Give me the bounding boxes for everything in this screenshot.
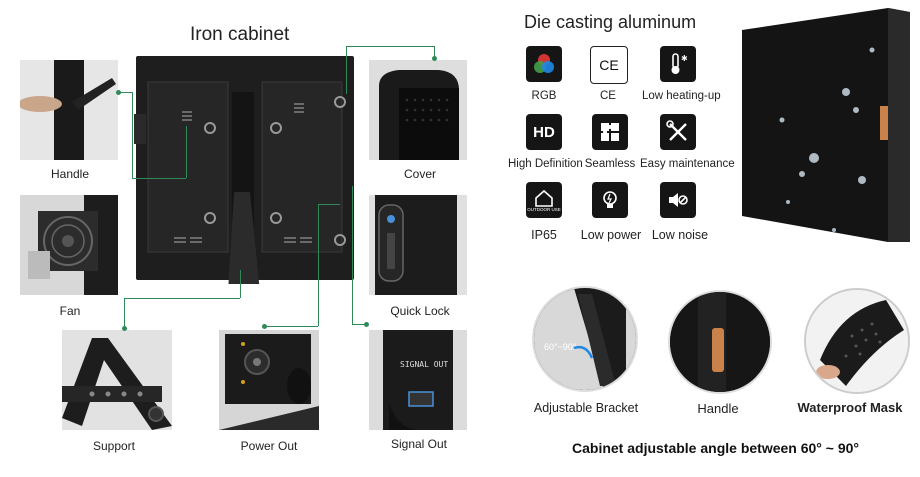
rgb-icon xyxy=(526,46,562,82)
signal-out-label: Signal Out xyxy=(390,437,448,451)
svg-text:✱: ✱ xyxy=(681,54,688,63)
cover-photo xyxy=(369,60,467,160)
waterproof-mask-label: Waterproof Mask xyxy=(797,400,903,415)
handle-circle-label: Handle xyxy=(697,401,739,416)
quick-lock-label: Quick Lock xyxy=(390,304,450,318)
handle-photo xyxy=(20,60,118,160)
adjustable-bracket-label: Adjustable Bracket xyxy=(533,401,639,415)
feature-label-low-heating: Low heating-up xyxy=(642,90,721,102)
support-label: Support xyxy=(92,439,136,453)
house-icon: OUTDOOR USE xyxy=(526,182,562,218)
bulb-icon xyxy=(592,182,628,218)
aluminum-cabinet-image xyxy=(738,6,914,246)
thermometer-icon: ✱ xyxy=(660,46,696,82)
power-out-photo xyxy=(219,330,319,430)
feature-label-low-power: Low power xyxy=(580,228,642,242)
adjustable-angle-caption: Cabinet adjustable angle between 60° ~ 9… xyxy=(572,440,860,456)
feature-label-hd: High Definition xyxy=(508,158,583,170)
power-out-label: Power Out xyxy=(240,439,298,453)
signal-out-photo: SIGNAL OUT xyxy=(369,330,467,430)
feature-label-rgb: RGB xyxy=(531,90,557,102)
puzzle-icon xyxy=(592,114,628,150)
iron-cabinet-title: Iron cabinet xyxy=(190,24,290,45)
support-photo xyxy=(62,330,172,430)
feature-label-ce: CE xyxy=(600,90,616,102)
tools-icon xyxy=(660,114,696,150)
waterproof-mask-photo xyxy=(804,288,910,394)
feature-label-ip65: IP65 xyxy=(531,228,557,242)
iron-cabinet-image xyxy=(134,52,356,292)
feature-label-low-noise: Low noise xyxy=(651,228,709,242)
fan-label: Fan xyxy=(59,304,81,318)
handle-label: Handle xyxy=(50,167,90,181)
die-casting-title: Die casting aluminum xyxy=(524,12,697,32)
handle-circle-photo xyxy=(668,290,772,394)
cover-label: Cover xyxy=(403,167,436,181)
feature-label-easy-maintenance: Easy maintenance xyxy=(640,158,735,170)
fan-photo xyxy=(20,195,118,295)
mute-icon xyxy=(660,182,696,218)
quick-lock-photo xyxy=(369,195,467,295)
outdoor-use-text: OUTDOOR USE xyxy=(527,206,561,212)
signal-out-plate: SIGNAL OUT xyxy=(400,360,449,369)
hd-icon: HD xyxy=(526,114,562,150)
adjustable-bracket-photo: 60°~90° xyxy=(532,286,638,392)
ce-icon: CE xyxy=(590,46,628,84)
feature-label-seamless: Seamless xyxy=(584,158,636,170)
bracket-angle-label: 60°~90° xyxy=(544,342,577,352)
